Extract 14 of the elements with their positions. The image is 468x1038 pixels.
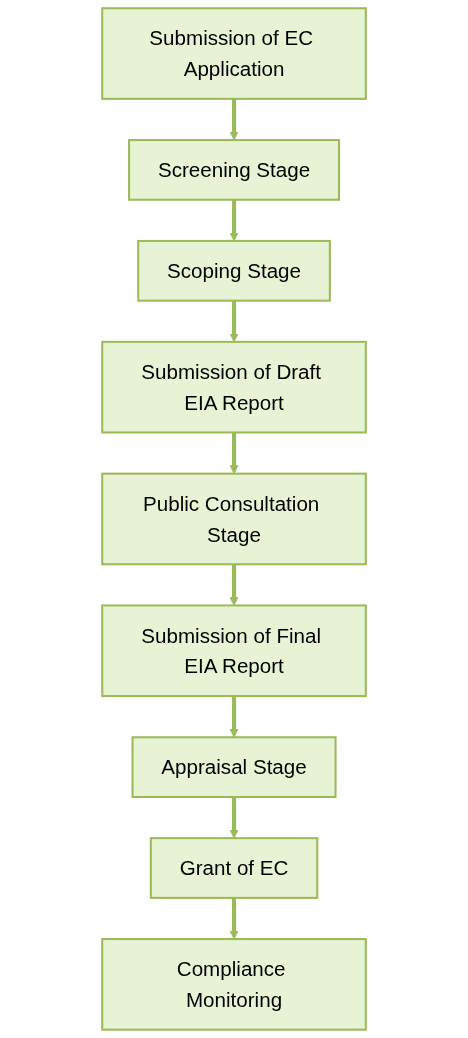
node-box: Screening Stage xyxy=(128,139,340,201)
arrow xyxy=(229,564,239,606)
node-box: Appraisal Stage xyxy=(131,736,337,799)
node-box: Submission of Draft EIA Report xyxy=(101,340,367,434)
node-box: Submission of EC Application xyxy=(101,7,367,100)
node-box: Scoping Stage xyxy=(137,239,331,302)
node-box: Public Consultation Stage xyxy=(101,472,367,566)
arrow xyxy=(229,797,239,839)
arrow xyxy=(229,897,239,940)
arrow xyxy=(229,98,239,141)
node-box: Submission of Final EIA Report xyxy=(101,604,367,698)
node-box: Compliance Monitoring xyxy=(101,938,367,1031)
node-box: Grant of EC xyxy=(149,837,319,899)
arrow xyxy=(229,696,239,738)
